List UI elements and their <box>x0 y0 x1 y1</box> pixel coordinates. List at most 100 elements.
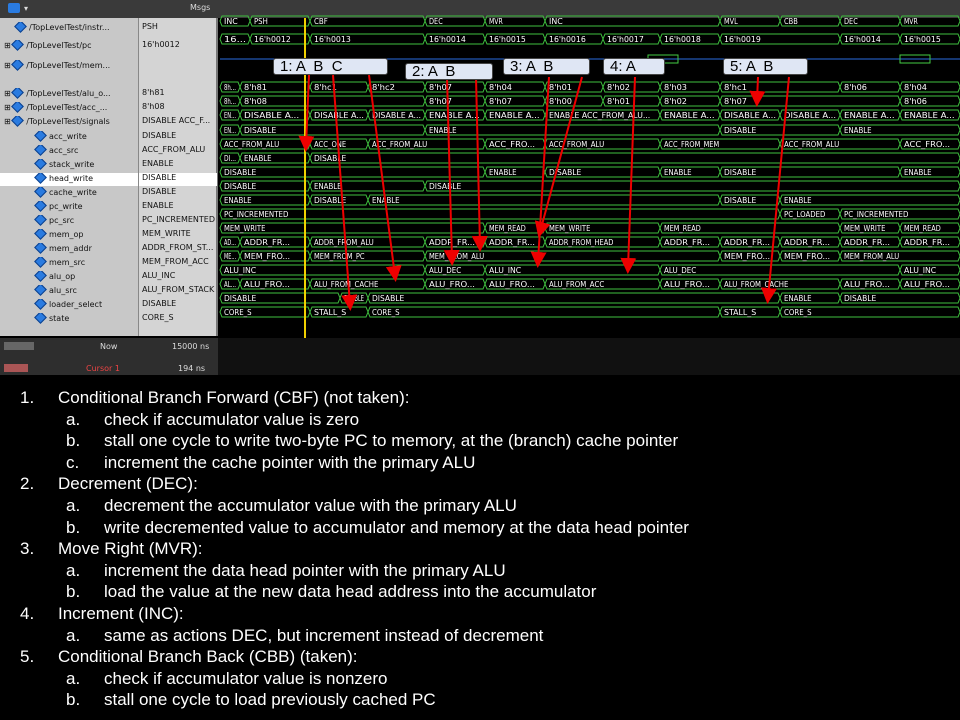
signal-value-row[interactable]: DISABLE <box>142 131 177 140</box>
signal-name-row[interactable]: ⊞ /TopLevelTest/acc_... <box>0 102 138 115</box>
bus-segment <box>219 250 241 262</box>
bus-value-label: DISABLE <box>844 294 876 303</box>
bus-value-label: DISABLE <box>244 126 276 135</box>
signal-value-row[interactable]: ALU_INC <box>142 271 176 280</box>
signal-value-row[interactable]: DISABLE ACC_F... <box>142 116 211 125</box>
note-number: a. <box>66 496 81 515</box>
signal-value-row[interactable]: PC_INCREMENTED <box>142 215 215 224</box>
bus-segment <box>839 15 901 27</box>
bus-value-label: DI... <box>224 154 236 163</box>
signal-value-row[interactable]: ENABLE <box>142 159 174 168</box>
bus-segment <box>219 124 241 136</box>
note-number: 2. <box>20 474 35 494</box>
bus-value-label: AD... <box>224 238 236 247</box>
bus-value-label: ALU_INC <box>224 266 257 275</box>
signal-name-text: mem_src <box>49 258 86 267</box>
bus-value-label: ENABLE A... <box>429 111 480 120</box>
signal-name-row[interactable]: ⊞ /TopLevelTest/mem... <box>0 60 138 73</box>
bus-segment <box>367 138 486 150</box>
signal-value-row[interactable]: CORE_S <box>142 313 174 322</box>
signal-name-row[interactable]: alu_src <box>0 285 138 298</box>
signal-name-row[interactable]: mem_addr <box>0 243 138 256</box>
bus-segment <box>424 180 960 192</box>
signal-name-row[interactable]: ⊞ /TopLevelTest/signals <box>0 116 138 129</box>
signal-name-row[interactable]: cache_write <box>0 187 138 200</box>
bus-value-label: DEC <box>844 17 858 26</box>
signal-name-row[interactable]: loader_select <box>0 299 138 312</box>
bus-value-label: MEM_FRO... <box>784 252 830 261</box>
annotation-arrow <box>443 76 460 266</box>
expand-icon[interactable]: ⊞ <box>4 61 14 70</box>
bus-value-label: DISABLE <box>314 196 346 205</box>
cursor-label: Cursor 1 <box>86 364 120 373</box>
signal-value-row[interactable]: ACC_FROM_ALU <box>142 145 206 154</box>
expand-icon[interactable]: ⊞ <box>4 89 14 98</box>
signal-value-row[interactable]: PSH <box>142 22 158 31</box>
signal-name-row[interactable]: ⊞ /TopLevelTest/pc <box>0 40 138 53</box>
expand-icon[interactable]: ⊞ <box>4 41 14 50</box>
signal-name-row[interactable]: /TopLevelTest/instr... <box>0 22 138 35</box>
lock-icon[interactable] <box>4 364 28 372</box>
signal-value-row[interactable]: MEM_FROM_ACC <box>142 257 209 266</box>
bus-segment <box>309 278 426 290</box>
bus-segment <box>719 306 781 318</box>
note-text: Conditional Branch Forward (CBF) (not ta… <box>58 388 410 407</box>
bus-value-label: ADDR_FR... <box>489 238 535 247</box>
signal-name-row[interactable]: mem_op <box>0 229 138 242</box>
bus-segment <box>899 236 960 248</box>
bus-segment <box>309 180 426 192</box>
expand-icon[interactable]: ⊞ <box>4 117 14 126</box>
bus-value-label: ENABLE A... <box>904 111 955 120</box>
signal-name-text: /TopLevelTest/alu_o... <box>26 89 111 98</box>
toolbar-icon[interactable] <box>8 3 20 13</box>
bus-value-label: 8'h02 <box>664 97 687 106</box>
zoom-icons[interactable] <box>4 342 34 350</box>
signal-value-row[interactable]: DISABLE <box>142 299 177 308</box>
bus-value-label: 8'h01 <box>607 97 630 106</box>
bus-value-label: PC_LOADED <box>784 210 825 219</box>
bus-value-label: 8'h07 <box>429 83 452 92</box>
bus-segment <box>899 33 960 45</box>
signal-value-row[interactable]: DISABLE <box>139 173 217 186</box>
signal-value-row[interactable]: 8'h08 <box>142 102 165 111</box>
signal-name-row[interactable]: stack_write <box>0 159 138 172</box>
bus-segment <box>602 33 661 45</box>
annotation-arrow <box>368 74 402 282</box>
bus-segment <box>219 95 241 107</box>
bus-segment <box>484 33 546 45</box>
bus-value-label: ENABLE ACC_FROM_ALU... <box>549 111 650 120</box>
dropdown-arrow-icon[interactable]: ▾ <box>24 4 29 13</box>
signal-value-row[interactable]: ENABLE <box>142 201 174 210</box>
signal-value-row[interactable]: 8'h81 <box>142 88 165 97</box>
bus-value-label: ALU_FROM_CACHE <box>724 280 788 289</box>
signal-name-row[interactable]: head_write <box>0 173 138 186</box>
signal-name-row[interactable]: mem_src <box>0 257 138 270</box>
signal-value-row[interactable]: ALU_FROM_STACK <box>142 285 215 294</box>
bus-value-label: CORE_S <box>784 308 812 317</box>
signal-name-row[interactable]: acc_write <box>0 131 138 144</box>
signal-name-row[interactable]: alu_op <box>0 271 138 284</box>
signal-name-row[interactable]: pc_write <box>0 201 138 214</box>
bus-value-label: MEM_FROM_PC <box>314 252 365 261</box>
bus-value-label: 16'h0015 <box>904 35 941 44</box>
expand-icon[interactable]: ⊞ <box>4 103 14 112</box>
signal-name-text: /TopLevelTest/signals <box>26 117 110 126</box>
signal-value-row[interactable]: 16'h0012 <box>142 40 180 49</box>
bus-value-label: 8'h07 <box>489 97 512 106</box>
signal-name-row[interactable]: acc_src <box>0 145 138 158</box>
bus-segment <box>719 95 901 107</box>
bus-segment <box>544 81 604 93</box>
signal-value-row[interactable]: DISABLE <box>142 187 177 196</box>
callout-box: 1: A B C <box>273 58 388 75</box>
instruction-notes: 1.Conditional Branch Forward (CBF) (not … <box>0 380 960 720</box>
time-axis <box>218 338 960 375</box>
signal-value-row[interactable]: ADDR_FROM_ST... <box>142 243 214 252</box>
signal-name-row[interactable]: ⊞ /TopLevelTest/alu_o... <box>0 88 138 101</box>
bus-value-label: ENABLE <box>314 182 342 191</box>
signal-name-row[interactable]: state <box>0 313 138 326</box>
signal-name-row[interactable]: pc_src <box>0 215 138 228</box>
signal-value-row[interactable]: MEM_WRITE <box>142 229 191 238</box>
bus-value-label: 16'h0014 <box>429 35 466 44</box>
msgs-label: Msgs <box>190 3 211 12</box>
